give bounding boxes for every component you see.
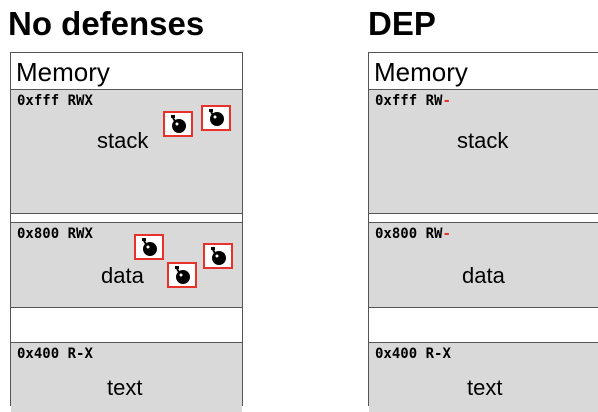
region-data: 0x800 RWX data — [11, 222, 242, 308]
region-address: 0xfff RW- — [375, 93, 451, 109]
region-name: text — [107, 375, 143, 400]
region-name: text — [467, 375, 503, 400]
region-text: 0x400 R-X text — [369, 342, 598, 412]
bomb-icon — [134, 234, 164, 260]
region-gap — [11, 214, 242, 222]
region-address: 0x800 RW- — [375, 226, 451, 242]
memory-header: Memory — [11, 52, 242, 90]
memory-column-no-defenses: Memory 0xfff RWX stack 0x800 RWX data 0x… — [10, 52, 243, 412]
panel-title-no-defenses: No defenses — [8, 5, 205, 42]
region-address: 0x400 R-X — [375, 346, 451, 362]
region-name: stack — [457, 128, 509, 153]
bomb-icon — [203, 243, 233, 269]
region-name: data — [101, 263, 144, 288]
bomb-icon — [167, 262, 197, 288]
region-stack: 0xfff RW- stack — [369, 89, 598, 214]
region-address: 0x400 R-X — [17, 346, 93, 362]
region-perms: RW- — [425, 93, 451, 109]
region-name: stack — [97, 128, 149, 153]
memory-header: Memory — [369, 52, 598, 90]
memory-column-dep: Memory 0xfff RW- stack 0x800 RW- data 0x… — [368, 52, 598, 412]
region-address: 0x800 RWX — [17, 226, 93, 242]
region-address: 0xfff RWX — [17, 93, 93, 109]
region-gap — [369, 214, 598, 222]
panel-title-dep: DEP — [368, 5, 436, 42]
region-perms: RW- — [425, 226, 451, 242]
region-data: 0x800 RW- data — [369, 222, 598, 308]
region-name: data — [462, 263, 505, 288]
bomb-icon — [163, 111, 193, 137]
region-stack: 0xfff RWX stack — [11, 89, 242, 214]
bomb-icon — [201, 105, 231, 131]
region-text: 0x400 R-X text — [11, 342, 242, 412]
